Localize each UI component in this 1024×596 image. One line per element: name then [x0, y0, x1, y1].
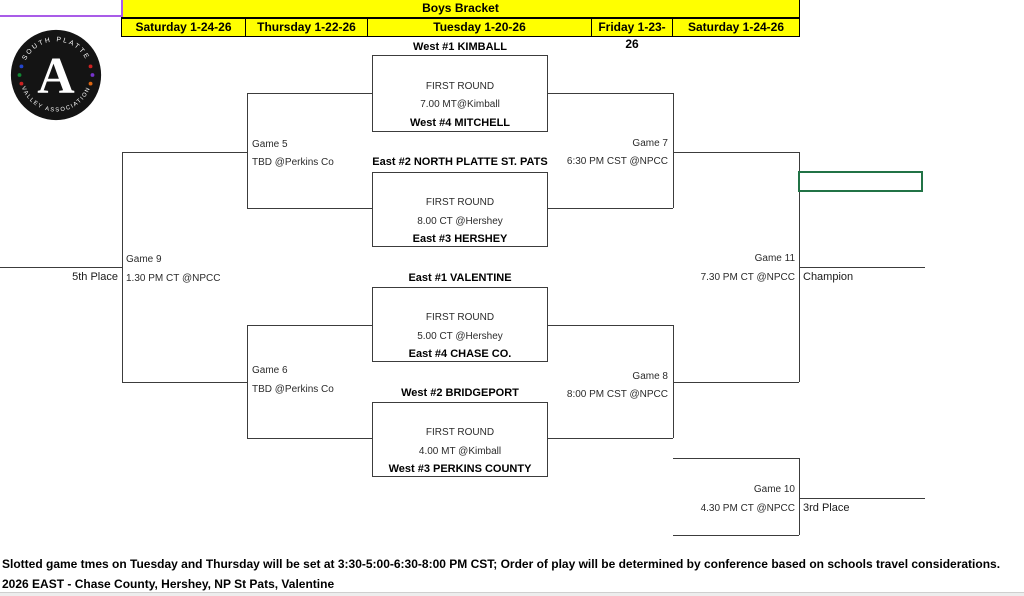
bracket-line: [247, 325, 372, 326]
game7-label: Game 7: [632, 138, 668, 149]
bracket-line: [548, 325, 673, 326]
matchup1-top-team: West #1 KIMBALL: [413, 41, 507, 53]
logo-dot-red-right: [88, 64, 93, 69]
bracket-line: [247, 208, 372, 209]
date-header-col5[interactable]: Saturday 1-24-26: [672, 18, 800, 37]
game5-label: Game 5: [252, 139, 288, 150]
date-header-col4[interactable]: Friday 1-23-26: [591, 18, 673, 51]
game11-label: Game 11: [754, 253, 795, 264]
logo-dot-orange: [88, 81, 93, 86]
matchup2-round-label: FIRST ROUND: [425, 197, 495, 208]
logo-circle: [10, 29, 102, 121]
matchup2-top-team: East #2 NORTH PLATTE ST. PATS: [372, 156, 548, 168]
game11-detail: 7.30 PM CT @NPCC: [700, 272, 795, 283]
bracket-line: [247, 438, 372, 439]
matchup2-box: [372, 172, 548, 247]
matchup2-time: 8.00 CT @Hershey: [417, 216, 503, 227]
matchup3-time: 5.00 CT @Hershey: [417, 331, 503, 342]
bracket-line: [673, 535, 799, 536]
bracket-line: [673, 152, 799, 153]
game6-detail: TBD @Perkins Co: [252, 384, 334, 395]
logo-letter-a: A: [37, 48, 75, 105]
date-header-col2[interactable]: Thursday 1-22-26: [245, 18, 368, 37]
bracket-title-cell[interactable]: Boys Bracket: [121, 0, 800, 18]
association-logo: SOUTH PLATTE VALLEY ASSOCIATION A: [10, 29, 102, 121]
game5-detail: TBD @Perkins Co: [252, 157, 334, 168]
selected-cell-outline[interactable]: [798, 171, 923, 192]
logo-dot-purple: [90, 73, 95, 77]
bracket-line: [799, 458, 800, 535]
matchup4-round-label: FIRST ROUND: [425, 427, 495, 438]
game8-detail: 8:00 PM CST @NPCC: [566, 389, 668, 400]
logo-dot-blue: [19, 64, 24, 69]
third-place-label: 3rd Place: [803, 502, 850, 514]
bracket-line: [548, 438, 673, 439]
bracket-line: [673, 325, 674, 438]
game9-detail: 1.30 PM CT @NPCC: [126, 273, 221, 284]
matchup3-bottom-team: East #4 CHASE CO.: [408, 348, 512, 360]
matchup1-time: 7.00 MT@Kimball: [420, 99, 500, 110]
logo-dot-green: [17, 73, 22, 77]
fifth-place-label: 5th Place: [72, 271, 118, 283]
bracket-line: [673, 93, 674, 208]
matchup4-top-team: West #2 BRIDGEPORT: [401, 387, 519, 399]
purple-marquee-line-horizontal: [0, 15, 123, 17]
bracket-line: [122, 382, 247, 383]
game8-label: Game 8: [632, 371, 668, 382]
bracket-line: [548, 208, 673, 209]
footer-note-line2: 2026 EAST - Chase County, Hershey, NP St…: [2, 577, 335, 591]
matchup4-bottom-team: West #3 PERKINS COUNTY: [388, 463, 532, 475]
matchup4-time: 4.00 MT @Kimball: [418, 446, 502, 457]
bracket-line: [673, 458, 799, 459]
bracket-line: [548, 93, 673, 94]
game10-detail: 4.30 PM CT @NPCC: [700, 503, 795, 514]
bracket-line: [122, 152, 247, 153]
bracket-line: [122, 152, 123, 382]
bracket-line-3rd-place: [799, 498, 925, 499]
purple-marquee-line-vertical: [121, 0, 123, 17]
matchup4-box: [372, 402, 548, 477]
bracket-line: [799, 152, 800, 382]
bracket-line-5th-place: [0, 267, 122, 268]
matchup3-box: [372, 287, 548, 362]
bottom-row-divider: [0, 592, 1024, 596]
date-header-col3[interactable]: Tuesday 1-20-26: [367, 18, 592, 37]
champion-label: Champion: [803, 271, 854, 283]
bracket-line: [247, 93, 248, 208]
bracket-line: [673, 382, 799, 383]
matchup1-bottom-team: West #4 MITCHELL: [409, 117, 511, 129]
game6-label: Game 6: [252, 365, 288, 376]
game7-detail: 6:30 PM CST @NPCC: [566, 156, 668, 167]
bracket-line: [247, 325, 248, 438]
matchup3-round-label: FIRST ROUND: [425, 312, 495, 323]
bracket-line-champion: [799, 267, 925, 268]
matchup2-bottom-team: East #3 HERSHEY: [412, 233, 508, 245]
matchup1-round-label: FIRST ROUND: [425, 81, 495, 92]
logo-dot-red-left: [19, 81, 24, 86]
bracket-line: [247, 93, 372, 94]
matchup1-box: [372, 55, 548, 132]
date-header-col1[interactable]: Saturday 1-24-26: [121, 18, 246, 37]
footer-note-line1: Slotted game tmes on Tuesday and Thursda…: [2, 557, 1001, 571]
game9-label: Game 9: [126, 254, 162, 265]
matchup3-top-team: East #1 VALENTINE: [408, 272, 512, 284]
game10-label: Game 10: [753, 484, 795, 495]
